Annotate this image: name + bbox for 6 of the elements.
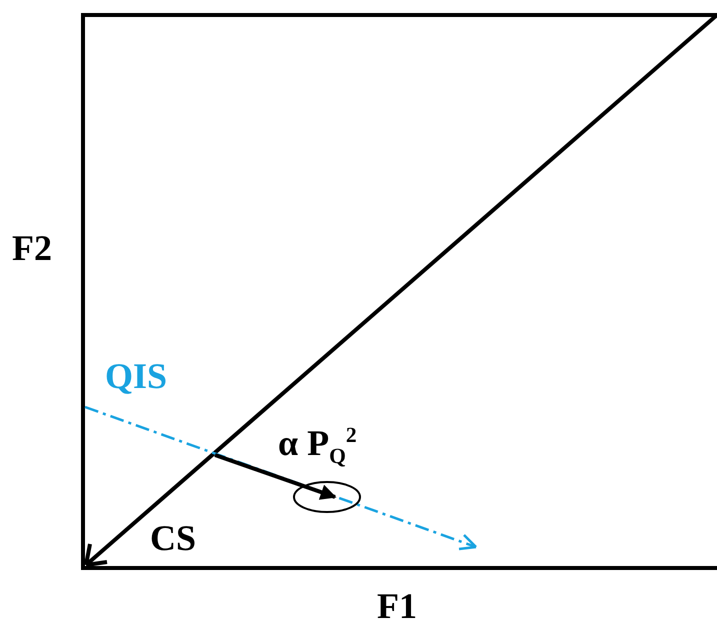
axis-label: F2: [12, 230, 52, 266]
arrow: [214, 453, 336, 500]
line-label: CS: [150, 520, 196, 556]
line-label: QIS: [105, 358, 168, 394]
axis-label: F1: [377, 588, 417, 621]
ellipse-marker: [293, 481, 361, 513]
